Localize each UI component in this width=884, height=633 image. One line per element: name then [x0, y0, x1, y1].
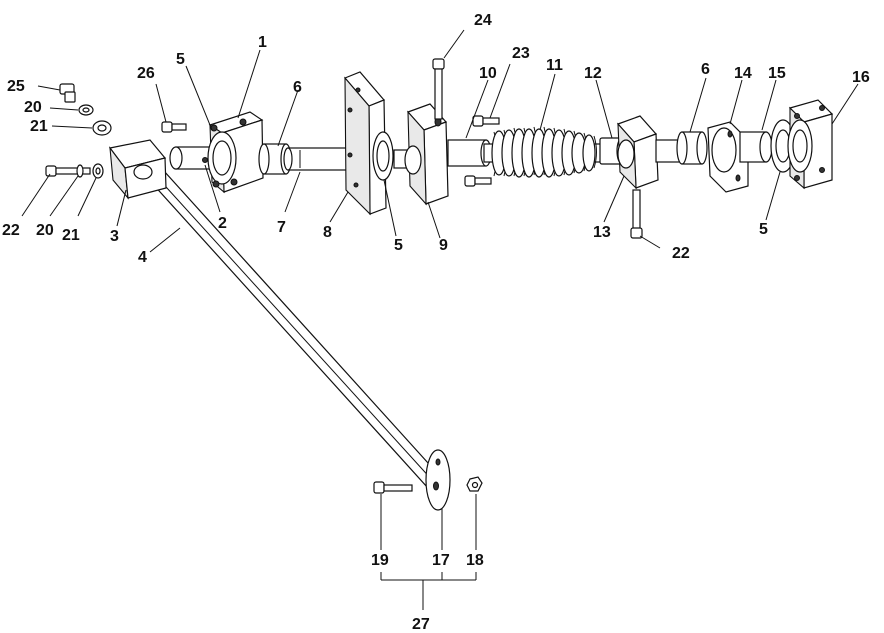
callout-22-left: 22 — [2, 222, 20, 239]
bearing-housing-16 — [787, 99, 834, 190]
callout-26: 26 — [137, 65, 155, 82]
callout-16: 16 — [852, 69, 870, 86]
bolt-22-left — [45, 163, 104, 179]
callout-labels: 1 2 3 4 5 5 5 6 6 7 8 9 10 11 12 13 14 1… — [2, 12, 870, 633]
callout-21-bottom: 21 — [62, 227, 80, 244]
callout-12: 12 — [584, 65, 602, 82]
nut-18 — [466, 476, 483, 492]
callout-10: 10 — [479, 65, 497, 82]
bolt-22-right — [630, 189, 643, 239]
collar-6-right — [676, 131, 708, 165]
callout-14: 14 — [734, 65, 752, 82]
callout-25: 25 — [7, 78, 25, 95]
bolt-24 — [432, 58, 445, 120]
callout-6-left: 6 — [293, 79, 302, 96]
leader-lines — [21, 29, 859, 610]
callout-19: 19 — [371, 552, 389, 569]
shaft-stub — [169, 146, 217, 170]
callout-15: 15 — [768, 65, 786, 82]
small-hardware-stack — [59, 83, 112, 136]
clamp-block — [108, 139, 167, 200]
spring-11 — [483, 126, 605, 178]
collar-6-left — [258, 143, 292, 175]
callout-5-left: 5 — [176, 51, 185, 68]
callout-13: 13 — [593, 224, 611, 241]
callout-11: 11 — [546, 57, 563, 74]
callout-2: 2 — [218, 215, 227, 232]
callout-9: 9 — [439, 237, 448, 254]
callout-7: 7 — [277, 219, 286, 236]
callout-20-top: 20 — [24, 99, 42, 116]
callout-5-right: 5 — [759, 221, 768, 238]
callout-18: 18 — [466, 552, 484, 569]
clamp-13 — [616, 115, 659, 190]
clamp-9 — [404, 103, 449, 206]
callout-3: 3 — [110, 228, 119, 245]
hub-15 — [739, 131, 773, 163]
flange-14 — [707, 121, 749, 193]
callout-24: 24 — [474, 12, 492, 29]
bearing-5-middle — [372, 131, 394, 181]
callout-4: 4 — [138, 249, 147, 266]
screw-26 — [161, 121, 187, 133]
callout-22-right: 22 — [672, 245, 690, 262]
callout-1: 1 — [258, 34, 267, 51]
screw-lower — [464, 175, 492, 187]
mount-plate-8 — [343, 71, 387, 216]
callout-20-bottom: 20 — [36, 222, 54, 239]
bearing-housing-1 — [207, 111, 264, 194]
callout-23: 23 — [512, 45, 530, 62]
callout-17: 17 — [432, 552, 450, 569]
callout-27: 27 — [412, 616, 430, 633]
callout-21-top: 21 — [30, 118, 48, 135]
shaft-7 — [283, 147, 365, 171]
screw-23 — [472, 115, 500, 127]
callout-8: 8 — [323, 224, 332, 241]
arm-rod — [141, 159, 439, 489]
callout-5-middle: 5 — [394, 237, 403, 254]
end-plate — [425, 449, 451, 511]
bolt-19 — [373, 481, 413, 494]
callout-6-right: 6 — [701, 61, 710, 78]
